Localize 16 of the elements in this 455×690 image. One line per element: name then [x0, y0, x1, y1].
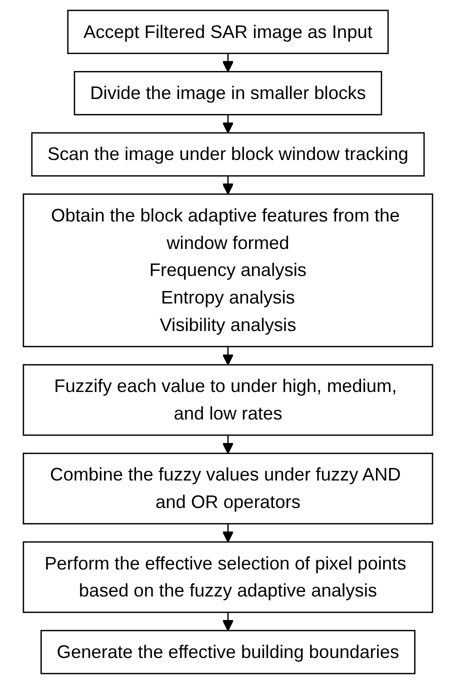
arrow: [222, 114, 234, 134]
flowchart-drawing: Accept Filtered SAR image as Input Divide the image in smaller blocks Scan the image under block window tracking Obtain the block adaptive features from the window formed Frequency analysis Entropy analysis Visibility analysis Fuzzify each value to under high, medium, and low rates Combine the fuzzy values under fuzzy AND and OR operators Perform the effective selection of pixel points based on the fuzzy adaptive analysis Generate the effective building boundaries: [12, 0, 442, 684]
node-box: [40, 630, 415, 674]
node-box: [22, 364, 433, 436]
node-box: [73, 71, 382, 116]
arrow: [222, 612, 234, 632]
arrow: [222, 524, 234, 542]
node-box: [22, 193, 433, 348]
arrow: [222, 53, 234, 72]
node-box: [22, 541, 433, 613]
node-box: [66, 10, 388, 54]
node-box: [30, 132, 424, 177]
node-box: [22, 452, 433, 524]
arrow: [222, 176, 234, 195]
arrow: [222, 346, 234, 366]
arrow: [222, 435, 234, 454]
